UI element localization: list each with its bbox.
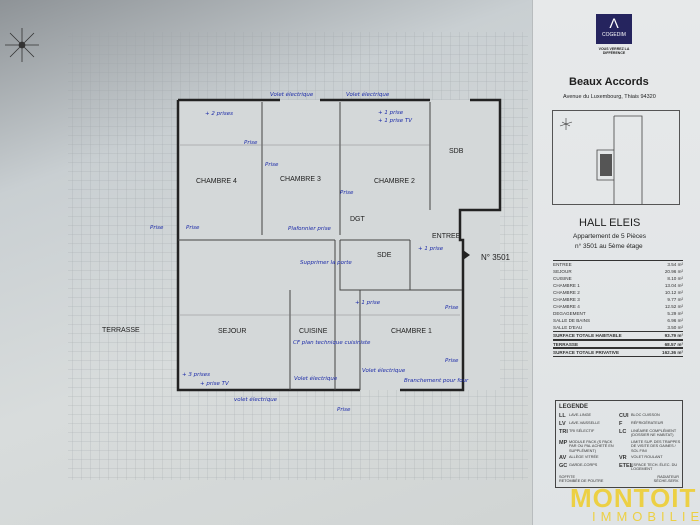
annotation: Volet électrique — [362, 368, 406, 374]
legend-text: ESPACE TECH. ÉLEC. DU LOGEMENT — [631, 463, 678, 472]
inner-walls — [178, 102, 462, 390]
apartment-type: Appartement de 5 Pièces — [573, 233, 646, 240]
annotation: Plafonnier prise — [288, 226, 331, 232]
annotation: Branchement pour four — [404, 378, 469, 384]
room-entree: ENTREE — [432, 233, 461, 240]
room-ch2: CHAMBRE 2 — [374, 178, 415, 185]
room-cuisine: CUISINE — [299, 328, 328, 335]
entrance-arrow-icon — [463, 250, 470, 260]
legend-code: MP — [559, 439, 568, 446]
legend-text: RÉFRIGÉRATEUR — [631, 421, 664, 425]
annotation: Prise — [150, 225, 164, 231]
apartment-lot: n° 3501 au 5ème étage — [575, 243, 643, 250]
lot-number: N° 3501 — [481, 253, 510, 262]
annotation: + prise TV — [200, 381, 229, 387]
annotation: + 1 prise — [378, 110, 404, 116]
annotation: Volet électrique — [270, 92, 314, 98]
legend-text: LIMITE SUP. DES TRAPPES DE VISITE DES GA… — [631, 439, 681, 453]
compass-icon — [5, 28, 39, 62]
room-ch4: CHAMBRE 4 — [196, 178, 237, 185]
legend-text: TRI SÉLECTIF — [569, 429, 595, 433]
room-sdb: SDB — [449, 148, 464, 155]
legend-text: GARDE-CORPS — [569, 463, 598, 468]
annotation: Volet électrique — [346, 92, 390, 98]
annotation: Supprimer la porte — [300, 260, 352, 266]
title-block — [532, 0, 700, 525]
annotation: Prise — [337, 407, 351, 413]
annotation: + 3 prises — [182, 372, 210, 378]
legend-text: LAVE-VAISSELLE — [569, 421, 600, 425]
legend-text: ALLÈGE VITRÉE — [569, 455, 599, 460]
legend-code: LV — [559, 421, 566, 427]
apartment-floor — [178, 100, 500, 390]
annotation: Prise — [244, 140, 258, 146]
site-plan — [552, 110, 680, 205]
room-sde: SDE — [377, 252, 392, 259]
site-compass-icon — [559, 118, 573, 130]
annotation: volet électrique — [234, 397, 278, 403]
legend-code — [619, 440, 631, 453]
legend-text: LAVE-LINGE — [569, 413, 592, 417]
montoit-watermark-sub: IMMOBILIER — [592, 509, 700, 524]
legend-code: VR — [619, 455, 627, 462]
legend-code: AV — [559, 455, 567, 462]
annotation: + 1 prise — [418, 246, 444, 252]
room-terrasse: TERRASSE — [102, 327, 140, 334]
legend-code: LL — [559, 413, 566, 419]
annotation: Volet électrique — [294, 376, 338, 382]
legend-code: F — [619, 421, 623, 427]
legend-text: LINÉAIRE COMPLÉMENT (DOSSIER NE HABITAT) — [631, 429, 677, 438]
legend-code: GC — [559, 463, 568, 470]
project-address: Avenue du Luxembourg, Thiais 94320 — [563, 94, 656, 100]
brand-tagline: VOUS VERREZ LA DIFFÉRENCE — [598, 47, 630, 55]
annotation: Prise — [445, 305, 459, 311]
room-ch3: CHAMBRE 3 — [280, 176, 321, 183]
legend-code: CUI — [619, 413, 629, 419]
legend-text: VOLET ROULANT — [631, 455, 663, 460]
montoit-watermark: MONTOIT — [570, 483, 697, 513]
annotation: + 1 prise — [355, 300, 381, 306]
annotation: Prise — [445, 358, 459, 364]
annotation: + 2 prises — [205, 111, 233, 117]
room-ch1: CHAMBRE 1 — [391, 328, 432, 335]
outer-walls — [176, 98, 502, 392]
legend-code: ETEL — [619, 463, 634, 470]
project-name: Beaux Accords — [569, 76, 649, 88]
legend-text: BLOC CUISSON — [631, 413, 660, 417]
legend-code: TRI — [559, 429, 568, 435]
annotation: CF plan technique cuisiniste — [293, 340, 371, 346]
room-sejour: SEJOUR — [218, 328, 247, 335]
annotation: + 1 prise TV — [378, 118, 413, 124]
annotation: Prise — [265, 162, 279, 168]
annotation: Prise — [186, 225, 200, 231]
legend-text: MODULE PACK (S PACK PAR OU PAL ACHETÉ EN… — [569, 439, 614, 453]
hall-title: HALL ELEIS — [579, 217, 641, 229]
legend-code: LC — [619, 429, 627, 435]
room-dgt: DGT — [350, 216, 365, 223]
annotation: Prise — [340, 190, 354, 196]
